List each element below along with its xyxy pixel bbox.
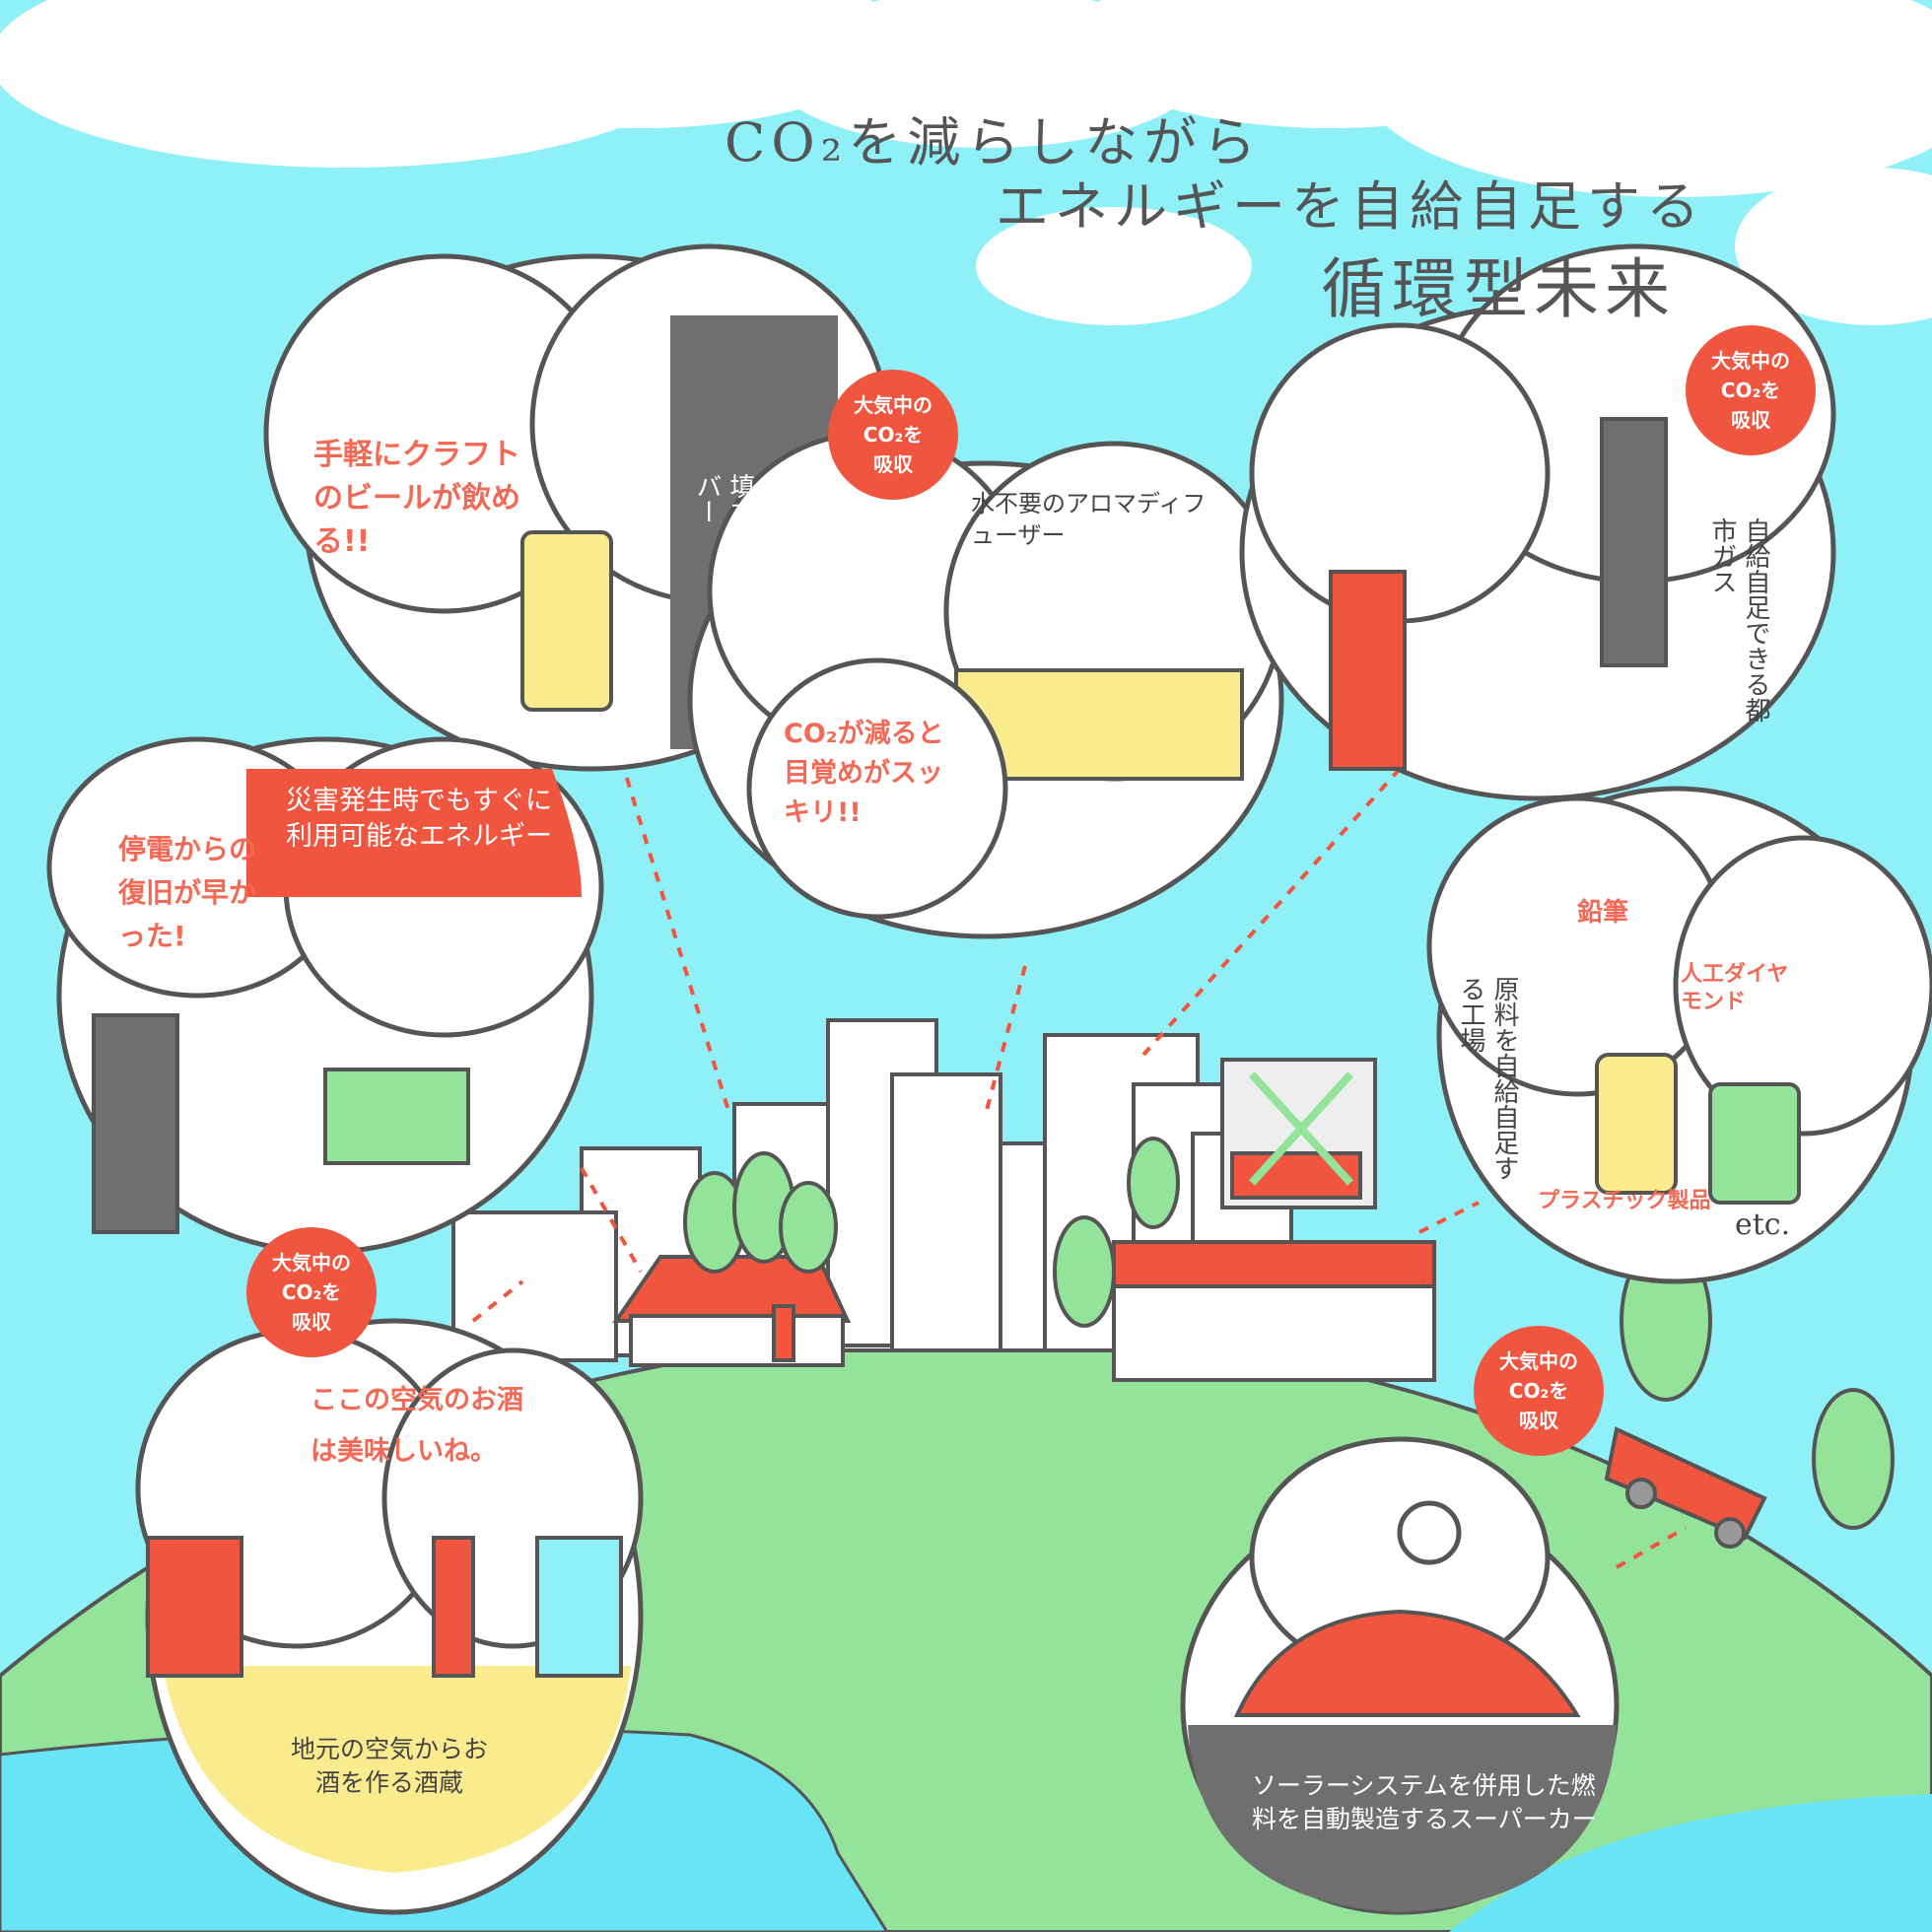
- title-line-2: エネルギーを自給自足する: [996, 175, 1705, 238]
- brewery-speech: ここの空気のお酒は美味しいね。: [310, 1385, 523, 1467]
- beer-speech: 手軽にクラフトのビールが飲める!!: [313, 438, 520, 559]
- co2-badge-beer: 大気中の CO₂を 吸収: [828, 370, 958, 500]
- red-car-on-hill: [1604, 1426, 1767, 1549]
- apron: [1329, 570, 1407, 771]
- title-line-3: 循環型未来: [1321, 251, 1676, 327]
- brewery-caption: 地元の空気からお酒を作る酒蔵: [290, 1735, 488, 1797]
- city: [451, 1018, 1436, 1382]
- factory-item-diamond: 人工ダイヤモンド: [1681, 962, 1789, 1014]
- factory-item-pencil: 鉛筆: [1577, 898, 1629, 928]
- sake-bottle: [432, 1536, 475, 1678]
- aroma-caption: 水不要のアロマディフューザー: [971, 490, 1207, 549]
- water-heater: [1600, 417, 1668, 667]
- factory-item-plastic: プラスチック製品: [1538, 1189, 1711, 1213]
- sky-clouds: [0, 0, 1932, 325]
- co2-badge-gas: 大気中の CO₂を 吸収: [1686, 325, 1816, 455]
- brewery-table: [163, 1666, 631, 1873]
- co2-badge-brewery: 大気中の CO₂を 吸収: [246, 1227, 377, 1357]
- woman-figure: [146, 1536, 243, 1678]
- factory-caption: 原料を自給自足する工場: [1456, 976, 1519, 1181]
- sea-right: [1449, 1794, 1932, 1932]
- lotion-bottle: [1595, 1053, 1678, 1195]
- disaster-banner-text: 災害発生時でもすぐに利用可能なエネルギー: [286, 786, 552, 852]
- connector-lines: [471, 758, 1687, 1569]
- aroma-speech: CO₂が減ると目覚めがスッキリ!!: [784, 719, 944, 828]
- car-caption: ソーラーシステムを併用した燃料を自動製造するスーパーカー: [1252, 1771, 1597, 1833]
- factory-item-etc: etc.: [1735, 1208, 1791, 1242]
- super-car: [1233, 1609, 1581, 1717]
- title-line-1: CO₂を減らしながら: [724, 111, 1263, 173]
- disaster-banner: [246, 769, 582, 897]
- sun-icon: [1397, 1500, 1462, 1565]
- battery-unit: [92, 1013, 179, 1234]
- man-figure: [535, 1536, 623, 1678]
- tv-screen: [323, 1068, 470, 1165]
- car-road: [1188, 1725, 1617, 1912]
- beer-glass: [520, 530, 613, 712]
- disaster-speech: 停電からの復旧が早かった!: [118, 833, 257, 952]
- bubble-aroma-speech: [746, 657, 1008, 920]
- gas-caption: 自給自足できる都市ガス: [1707, 518, 1770, 723]
- beer-server-caption: 炭酸ガスを自動充填するビールサーバー: [692, 473, 789, 678]
- co2-badge-car: 大気中の CO₂を 吸収: [1474, 1326, 1604, 1456]
- spray-bottle: [1708, 1082, 1801, 1205]
